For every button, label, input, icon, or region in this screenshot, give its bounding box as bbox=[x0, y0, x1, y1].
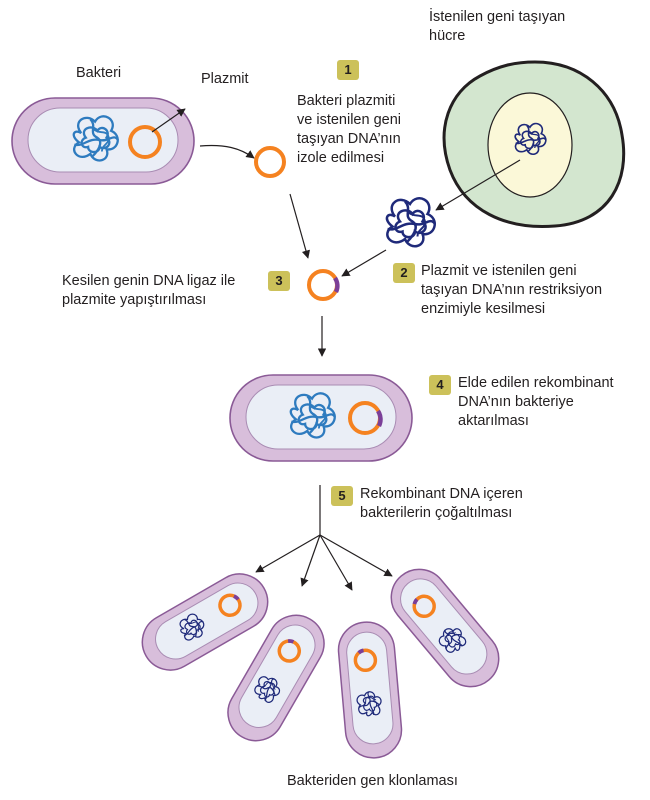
step-text-3: Kesilen genin DNA ligaz ile plazmite yap… bbox=[62, 273, 236, 308]
arrow-to-extracted-dna bbox=[435, 159, 521, 211]
arrow-to-plasmid bbox=[199, 144, 255, 159]
multiplication-arrows bbox=[255, 485, 393, 591]
step-badge-4: 4 bbox=[429, 375, 451, 395]
source-bacterium bbox=[11, 97, 195, 185]
bacterial-plasmid bbox=[128, 125, 162, 159]
step-badge-5: 5 bbox=[331, 486, 353, 506]
transformed-bacterium bbox=[229, 374, 413, 462]
isolated-plasmid bbox=[254, 146, 286, 178]
step-badge-3: 3 bbox=[268, 271, 290, 291]
step-text-1: Bakteri plazmiti ve istenilen geni taşıy… bbox=[297, 93, 401, 166]
label-bakteri: Bakteri bbox=[76, 65, 122, 81]
step-badge-2: 2 bbox=[393, 263, 415, 283]
arrow-plasmid-to-recombinant bbox=[289, 193, 310, 259]
donor-cell bbox=[442, 60, 626, 229]
extracted-dna bbox=[385, 197, 437, 248]
arrow-dna-to-recombinant bbox=[341, 249, 387, 277]
step-text-2: Plazmit ve istenilen geni taşıyan DNA’nı… bbox=[421, 263, 603, 317]
recombinant-plasmid bbox=[307, 269, 340, 301]
daughter-bacterium-3 bbox=[336, 620, 404, 760]
step-text-5: Rekombinant DNA içeren bakterilerin çoğa… bbox=[360, 486, 523, 521]
label-plazmit: Plazmit bbox=[201, 71, 249, 87]
plasmid-pointer bbox=[151, 108, 186, 133]
step-badge-1: 1 bbox=[337, 60, 359, 80]
daughter-bacterium-4 bbox=[380, 558, 510, 698]
label-donor-cell: İstenilen geni taşıyan hücre bbox=[429, 9, 566, 44]
step-text-4: Elde edilen rekombinant DNA’nın bakteriy… bbox=[458, 375, 614, 429]
diagram-title: Bakteriden gen klonlaması bbox=[287, 773, 458, 789]
